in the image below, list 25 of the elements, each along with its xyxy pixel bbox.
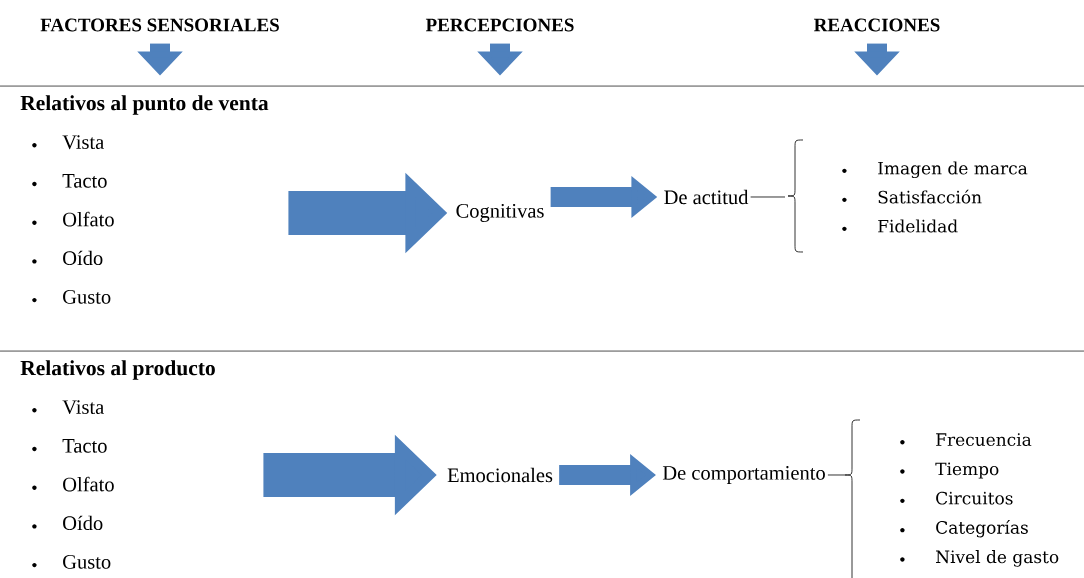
node-label: Relativos al producto [20, 360, 215, 380]
perception-text: De comportamiento [662, 466, 825, 484]
bullet-list: Relativos al producto Vista Tacto Olfato Oído Gusto [20, 360, 215, 569]
node-label: Tacto [62, 174, 107, 188]
header-text: PERCEPCIONES [425, 18, 574, 32]
node-label: Tacto [62, 439, 107, 453]
connector-line [750, 196, 786, 198]
perception-text: Cognitivas [456, 204, 544, 222]
perception-text: De actitud [664, 189, 749, 205]
node-label: Relativos al punto de venta [20, 95, 269, 115]
perception-text: Emocionales [447, 467, 553, 483]
node-label: Oído [63, 250, 103, 266]
header-text: FACTORES SENSORIALES [40, 18, 279, 32]
node-label: Vista [62, 400, 104, 415]
node-label: Olfato [63, 476, 114, 492]
bullet-list: Imagen de marca Satisfacción Fidelidad [842, 161, 1028, 233]
node-label: Gusto [63, 290, 111, 304]
header-text: REACCIONES [814, 18, 940, 32]
node-label: Gusto [63, 555, 111, 569]
node-label: Olfato [63, 211, 114, 227]
connector-line [827, 474, 846, 476]
bullet-list: Relativos al punto de venta Vista Tacto Olfato Oído Gusto [20, 95, 269, 304]
node-label: Oído [63, 515, 103, 531]
bullet-list: Frecuencia Tiempo Circuitos Categorías Nivel de gasto [900, 433, 1059, 567]
node-label: Vista [62, 135, 104, 150]
